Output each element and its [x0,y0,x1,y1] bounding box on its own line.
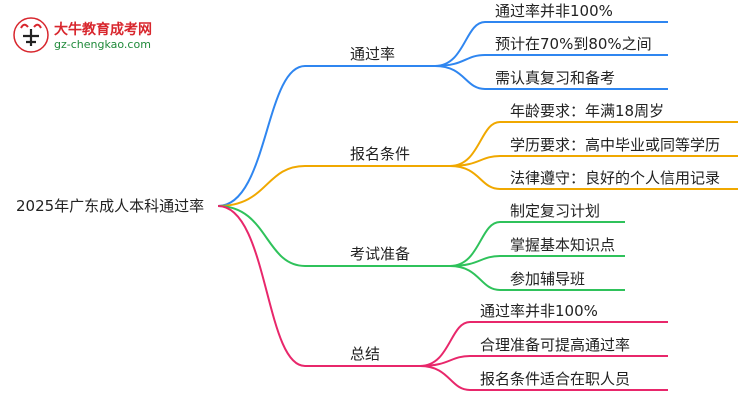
branch-edge [217,205,450,267]
leaf-node: 预计在70%到80%之间 [495,35,652,53]
leaf-node: 报名条件适合在职人员 [480,370,631,388]
leaf-edge [449,165,738,190]
leaf-node: 通过率并非100% [480,302,598,320]
leaf-edge [434,65,668,90]
leaf-node: 学历要求：高中毕业或同等学历 [510,136,721,154]
logo-url: gz-chengkao.com [54,38,151,51]
leaf-node: 通过率并非100% [495,2,613,20]
leaf-edge [449,221,625,267]
leaf-node: 制定复习计划 [510,202,601,220]
site-logo: 大牛教育成考网 gz-chengkao.com [12,16,172,56]
branch-node-1: 通过率 [350,45,396,63]
leaf-edge [449,155,738,167]
leaf-edge [434,54,668,67]
branch-node-2: 报名条件 [350,145,411,163]
leaf-edge [419,321,668,367]
leaf-edge [449,121,738,167]
leaf-edge [419,355,668,367]
branch-edge [217,65,435,207]
root-node: 2025年广东成人本科通过率 [16,197,205,215]
leaf-node: 参加辅导班 [510,270,586,288]
branch-edge [217,165,450,207]
leaf-node: 法律遵守：良好的个人信用记录 [510,169,721,187]
leaf-edge [434,21,668,67]
leaf-edge [449,265,625,291]
leaf-node: 需认真复习和备考 [495,69,616,87]
branch-node-4: 总结 [350,345,381,363]
branch-edge [217,205,420,367]
logo-title: 大牛教育成考网 [54,22,152,38]
leaf-edge [419,365,668,391]
branch-node-3: 考试准备 [350,245,411,263]
leaf-edge [449,255,625,267]
leaf-node: 年龄要求：年满18周岁 [510,102,665,120]
leaf-node: 掌握基本知识点 [510,236,616,254]
leaf-node: 合理准备可提高通过率 [480,336,631,354]
bull-logo-icon [13,17,49,53]
